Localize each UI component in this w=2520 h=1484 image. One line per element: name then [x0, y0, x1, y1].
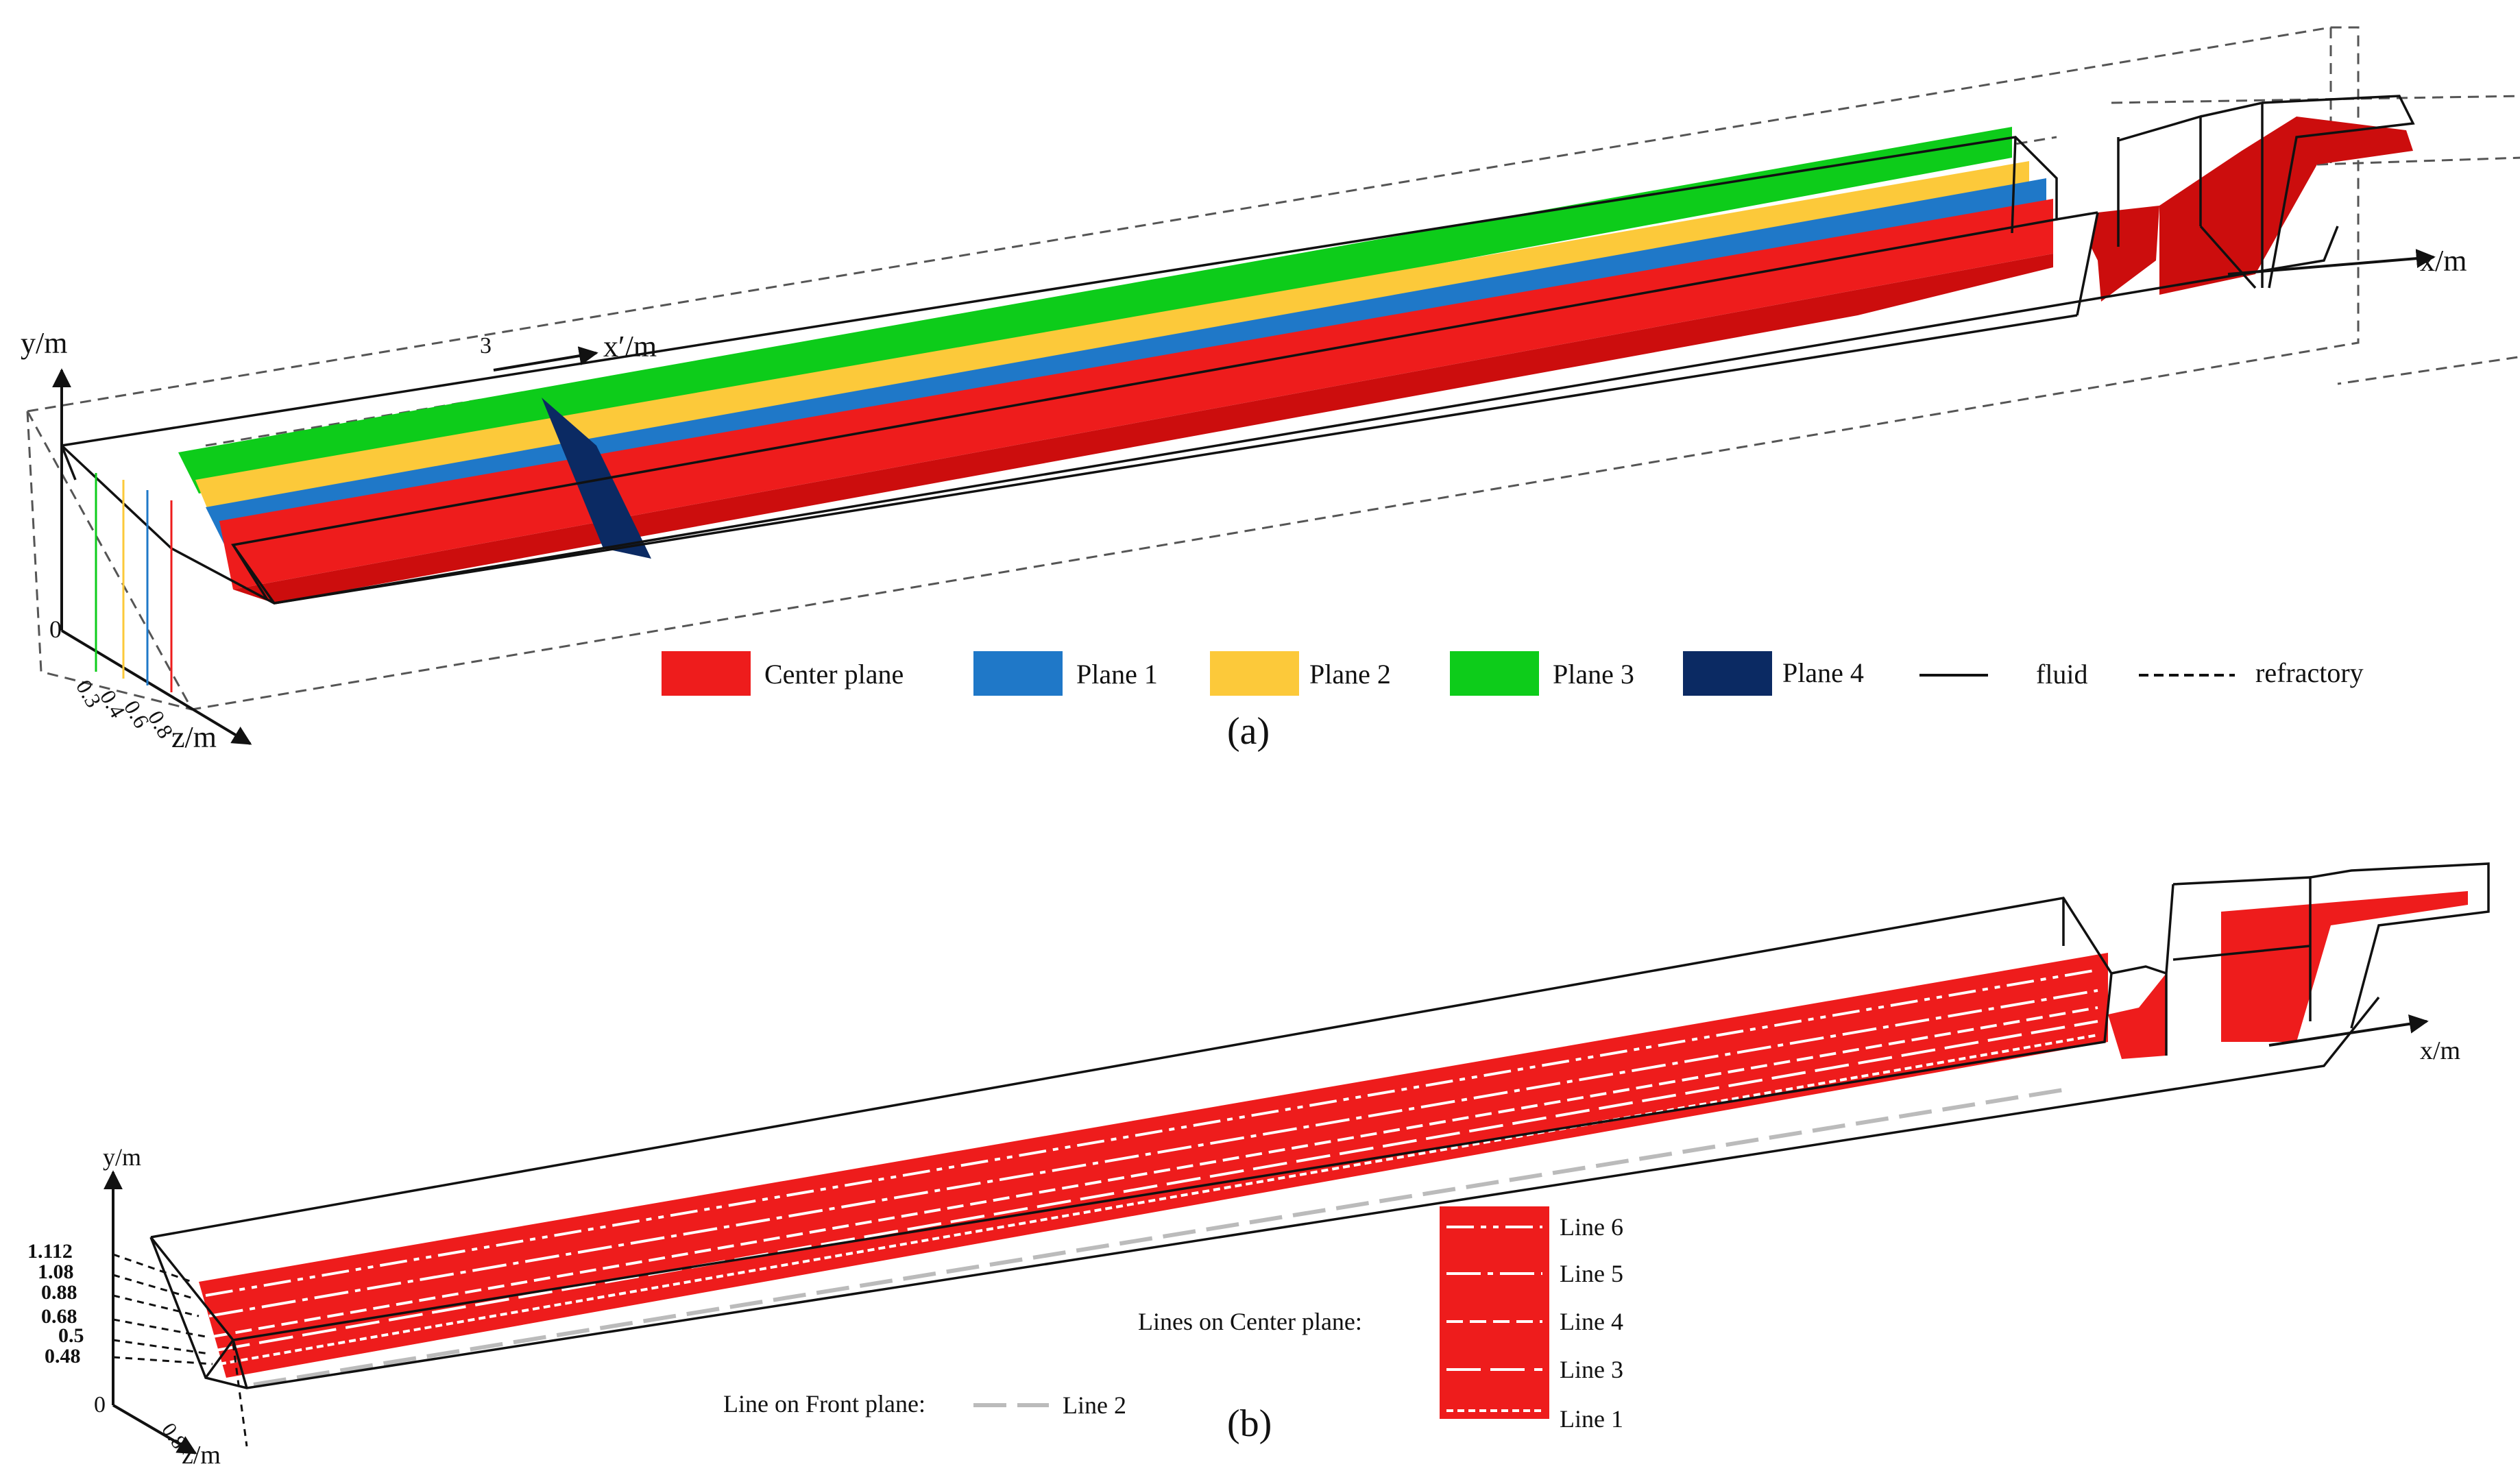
legend-label: Center plane	[764, 659, 904, 690]
caption-a: (a)	[1227, 710, 1270, 753]
legend-label: Plane 3	[1553, 659, 1634, 690]
caption-b: (b)	[1227, 1402, 1272, 1445]
y-axis-label-b: y/m	[103, 1143, 141, 1171]
y-tick: 1.112	[27, 1240, 73, 1263]
legend-swatch	[662, 651, 751, 696]
legend-label: Line 5	[1560, 1260, 1623, 1287]
legend-label: refractory	[2255, 657, 2364, 688]
y-tick: 0.5	[58, 1324, 84, 1347]
legend-a: Center plane Plane 1 Plane 2 Plane 3 Pla…	[662, 651, 2364, 696]
line-6	[205, 969, 2098, 1297]
legend-label: Line 6	[1560, 1213, 1623, 1241]
center-lines-title: Lines on Center plane:	[1138, 1308, 1362, 1335]
line-3	[215, 1020, 2098, 1352]
y-tick: 0.88	[41, 1281, 77, 1304]
legend-label: Plane 2	[1309, 659, 1391, 690]
axes-b	[104, 1014, 2429, 1455]
z-axis-label-a: z/m	[171, 720, 217, 754]
z-ticks-a: 0.3 0.4 0.6 0.8	[71, 676, 178, 743]
legend-label: Line 1	[1560, 1405, 1623, 1433]
y-tick-guides	[112, 1253, 248, 1447]
axes-a	[52, 249, 2436, 745]
center-lines-swatch	[1440, 1206, 1549, 1419]
line-5	[208, 989, 2098, 1317]
center-lines	[205, 969, 2098, 1365]
panel-b: y/m 0 x/m z/m 0.8 1.112 1.08 0.88 0.68 0…	[27, 862, 2490, 1470]
y-tick: 0.48	[45, 1345, 81, 1367]
origin-label-a: 0	[49, 616, 62, 643]
legend-label: Plane 1	[1076, 659, 1158, 690]
y-ticks-b: 1.112 1.08 0.88 0.68 0.5 0.48	[27, 1240, 84, 1367]
plane-3	[178, 127, 2012, 494]
x-prime-tick: 3	[480, 333, 492, 358]
front-line-title: Line on Front plane:	[723, 1390, 925, 1418]
line-4	[212, 1006, 2098, 1338]
z-axis-label-b: z/m	[182, 1441, 221, 1470]
legend-label: Line 2	[1063, 1391, 1126, 1419]
legend-label: Plane 4	[1782, 657, 1864, 688]
origin-label-b: 0	[94, 1392, 106, 1418]
fluid-outline	[60, 95, 2415, 605]
fluid-outline-b	[149, 862, 2490, 1389]
legend-swatch	[973, 651, 1063, 696]
legend-label: fluid	[2036, 659, 2088, 690]
x-axis-label-a: x/m	[2420, 244, 2467, 278]
y-tick: 1.08	[38, 1261, 74, 1283]
x-axis-label-b: x/m	[2420, 1036, 2460, 1065]
legend-swatch	[1683, 651, 1772, 696]
plane-4	[542, 398, 651, 559]
legend-label: Line 3	[1560, 1356, 1623, 1383]
legend-swatch	[1210, 651, 1299, 696]
x-prime-axis-label: x′/m	[603, 330, 657, 363]
center-plane-b	[199, 891, 2468, 1378]
legend-label: Line 4	[1560, 1308, 1623, 1335]
panel-a: y/m 0 x′/m 3 x/m z/m 0.3 0.4 0.6 0.8 Cen…	[21, 26, 2520, 754]
y-tick: 0.68	[41, 1305, 77, 1328]
legend-b: Line 6 Line 5 Line 4 Line 3 Line 1 Lines…	[723, 1206, 1623, 1433]
legend-swatch	[1450, 651, 1539, 696]
y-axis-label-a: y/m	[21, 326, 67, 360]
